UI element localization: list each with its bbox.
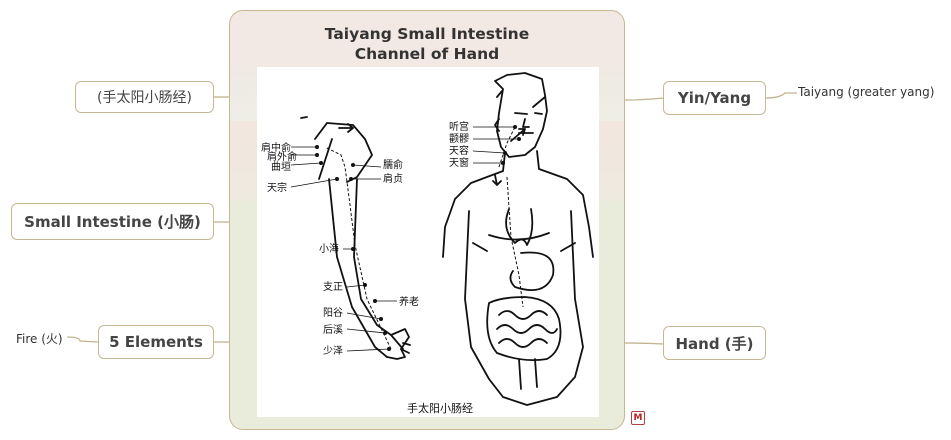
- central-topic[interactable]: Taiyang Small Intestine Channel of Hand: [229, 10, 625, 430]
- mindmap-file-icon[interactable]: M: [631, 411, 645, 425]
- chinese-name-label: (手太阳小肠经): [97, 90, 192, 106]
- point-label: 肩贞: [383, 172, 403, 185]
- taiyang-label: Taiyang (greater yang): [798, 85, 935, 99]
- hand-node[interactable]: Hand (手): [663, 326, 766, 360]
- central-title: Taiyang Small Intestine Channel of Hand: [230, 24, 624, 64]
- point-label: 颧髎: [449, 133, 469, 145]
- figure-caption: 手太阳小肠经: [407, 401, 473, 415]
- central-title-line1: Taiyang Small Intestine: [324, 25, 530, 43]
- organ-label: Small Intestine (小肠): [24, 213, 201, 231]
- point-label: 听宫: [449, 120, 469, 133]
- point-label: 天窗: [449, 156, 469, 169]
- fire-label: Fire (火): [16, 332, 63, 346]
- organ-node[interactable]: Small Intestine (小肠): [11, 203, 214, 240]
- yin-yang-node[interactable]: Yin/Yang: [663, 81, 766, 115]
- meridian-illustration: 肩中俞 肩外俞 曲垣 天宗 臑俞 肩贞 小海 支正 养老 阳谷 后溪 少泽 听宫…: [257, 67, 599, 417]
- point-label: 养老: [399, 295, 419, 308]
- point-label: 臑俞: [383, 158, 403, 171]
- point-label: 天容: [449, 144, 469, 157]
- point-label: 少泽: [323, 345, 343, 357]
- central-title-line2: Channel of Hand: [354, 45, 500, 63]
- five-elements-label: 5 Elements: [109, 333, 203, 351]
- hand-label: Hand (手): [675, 334, 754, 353]
- point-label: 支正: [323, 281, 343, 293]
- point-label: 阳谷: [323, 307, 343, 319]
- fire-leaf[interactable]: Fire (火): [16, 330, 63, 347]
- point-label: 小海: [319, 242, 339, 255]
- chinese-name-node[interactable]: (手太阳小肠经): [75, 81, 214, 113]
- five-elements-node[interactable]: 5 Elements: [98, 325, 214, 359]
- meridian-drawing: 肩中俞 肩外俞 曲垣 天宗 臑俞 肩贞 小海 支正 养老 阳谷 后溪 少泽 听宫…: [261, 72, 594, 415]
- point-label: 曲垣: [271, 161, 291, 173]
- point-label: 天宗: [267, 181, 287, 194]
- point-label: 肩中俞: [261, 141, 291, 154]
- taiyang-leaf[interactable]: Taiyang (greater yang): [798, 85, 934, 99]
- mindmap-file-icon-glyph: M: [633, 413, 643, 423]
- yin-yang-label: Yin/Yang: [677, 89, 752, 107]
- point-label: 肩外俞: [267, 150, 297, 163]
- point-label: 后溪: [323, 324, 343, 336]
